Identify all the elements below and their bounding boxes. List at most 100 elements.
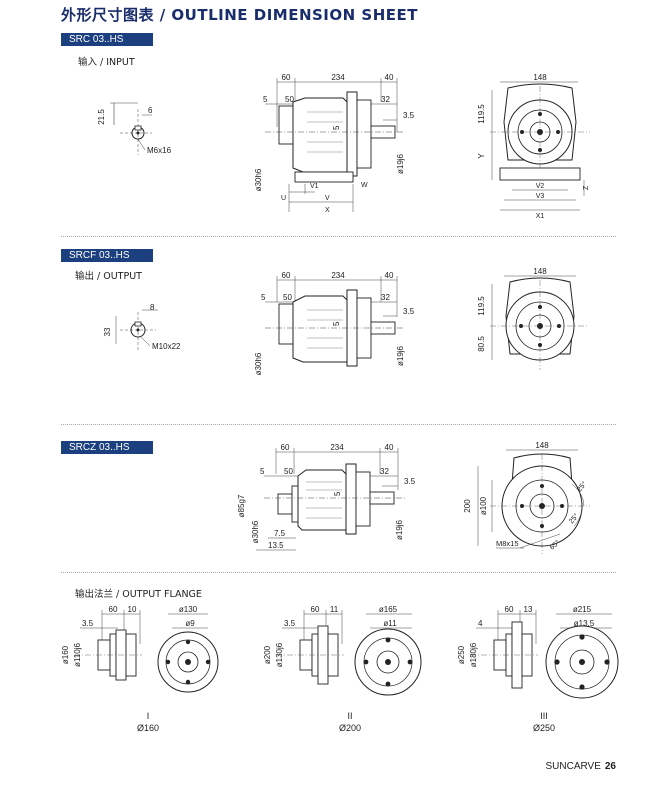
flange-dim-60: 60 [109,605,118,614]
dim-3-5: 3.5 [403,111,415,120]
dim-234: 234 [330,443,344,452]
dim-5: 5 [260,467,265,476]
dim-5b: 5 [333,491,342,496]
section-divider [61,236,616,237]
dim-60: 60 [281,443,290,452]
dim-x: X [325,207,330,214]
dim-5: 5 [263,95,268,104]
dim-148: 148 [535,441,549,450]
flange-dim-3-5: 3.5 [284,619,296,628]
dim-50: 50 [284,467,293,476]
dim-v: V [325,195,330,202]
shaft-height-dim: 21.5 [97,109,106,125]
front-view-srcz: 148 200 ø100 25° 25° 65° M8x15 [463,441,590,554]
flange-pilot-dia: ø180j6 [469,642,478,667]
shaft-dia-right: ø19j6 [396,345,405,366]
dim-5b: 5 [332,125,341,130]
flange-hole: ø13.5 [574,619,595,628]
shaft-dia-right: ø19j6 [395,519,404,540]
dim-200: 200 [463,499,472,513]
dim-5: 5 [261,293,266,302]
dim-x1: X1 [536,213,545,220]
dim-32: 32 [381,293,390,302]
thread-dim: M10x22 [152,342,181,351]
footer-brand: SUNCARVE [545,761,601,772]
thread-dim: M8x15 [496,539,519,548]
dim-119-5: 119.5 [477,296,486,316]
flange-drawing-I: 60 10 3.5 ø130 ø9 ø160 ø110j6 [61,605,219,693]
flange-drawing-II: 60 11 3.5 ø165 ø11 ø200 ø130j6 [263,605,422,696]
dim-v2: V2 [536,183,545,190]
dim-z: Z [583,185,590,190]
dim-v3: V3 [536,193,545,200]
section-label-flange: 输出法兰 / OUTPUT FLANGE [75,589,202,600]
dim-80-5: 80.5 [477,336,486,352]
dim-y: Y [477,153,486,159]
flange-hole: ø11 [383,619,397,628]
dim-50: 50 [285,95,294,104]
key-width-dim: 8 [150,303,155,312]
flange-dia-label-III: Ø250 [532,723,556,733]
dim-40: 40 [385,73,394,82]
dim-148: 148 [533,73,547,82]
section-divider [61,424,616,425]
flange-outer-dia: ø250 [457,645,466,664]
dim-phi100: ø100 [479,496,488,515]
dim-234: 234 [331,73,345,82]
dim-v1: V1 [310,183,319,190]
dim-60: 60 [282,271,291,280]
section-label-input: 输入 / INPUT [78,57,135,68]
dim-32: 32 [381,95,390,104]
dim-3-5: 3.5 [403,307,415,316]
flange-outer-dia: ø200 [263,645,272,664]
flange-pilot-dia: ø130j6 [275,642,284,667]
dim-60: 60 [282,73,291,82]
flange-dim-10: 10 [128,605,137,614]
model-tag-srcz: SRCZ 03..HS [61,441,153,454]
shaft-dia-left: ø30h6 [251,520,260,543]
dim-w: W [361,182,368,189]
flange-pcd: ø130 [179,605,198,614]
dim-5b: 5 [332,321,341,326]
dim-13-5: 13.5 [268,541,284,550]
dim-40: 40 [385,443,394,452]
shaft-height-dim: 33 [103,327,112,336]
dim-50: 50 [283,293,292,302]
front-view-srcf: 148 119.5 80.5 [477,267,588,370]
page-number: 26 [604,761,616,772]
page-title: 外形尺寸图表 / OUTLINE DIMENSION SHEET [61,6,419,24]
flange-dim-60: 60 [505,605,514,614]
dim-148: 148 [533,267,547,276]
dim-u: U [281,195,286,202]
flange-dim-3-5: 4 [478,619,483,628]
flange-pcd: ø215 [573,605,592,614]
flange-hole: ø9 [185,619,195,628]
key-width-dim: 6 [148,106,153,115]
side-view-srcf: 60 234 40 5 50 32 3.5 5 ø30h6 ø19j6 [254,271,415,375]
shaft-detail-input: 21.5 6 M6x16 [97,102,172,155]
dim-234: 234 [331,271,345,280]
dim-7-5: 7.5 [274,529,286,538]
flange-dim-10: 11 [330,605,339,614]
section-label-output: 输出 / OUTPUT [75,271,142,282]
side-view-src: 60 234 40 5 50 32 3.5 5 ø30h6 ø19j6 U V1… [254,73,415,214]
flange-numeral-III: III [540,711,548,721]
flange-drawing-III: 60 13 4 ø215 ø13.5 ø250 ø180j6 [457,605,619,699]
model-tag-src: SRC 03..HS [61,33,153,46]
flange-pilot-dia: ø110j6 [73,643,82,667]
flange-dim-60: 60 [311,605,320,614]
front-view-src: 148 119.5 Y V2 V3 X1 Z [477,73,590,220]
shaft-dia-right: ø19j6 [396,153,405,174]
dim-32: 32 [380,467,389,476]
section-divider [61,572,616,573]
shaft-dia-left: ø30h6 [254,352,263,375]
shaft-dia-left: ø30h6 [254,168,263,191]
flange-dim-3-5: 3.5 [82,619,94,628]
flange-dia-label-II: Ø200 [338,723,362,733]
flange-numeral-I: I [146,711,150,721]
model-tag-srcf: SRCF 03..HS [61,249,153,262]
side-view-srcz: 60 234 40 5 50 32 3.5 5 ø85g7 ø30h6 7.5 … [237,443,416,551]
dim-3-5: 3.5 [404,477,416,486]
shaft-detail-output: 33 8 M10x22 [103,303,181,351]
